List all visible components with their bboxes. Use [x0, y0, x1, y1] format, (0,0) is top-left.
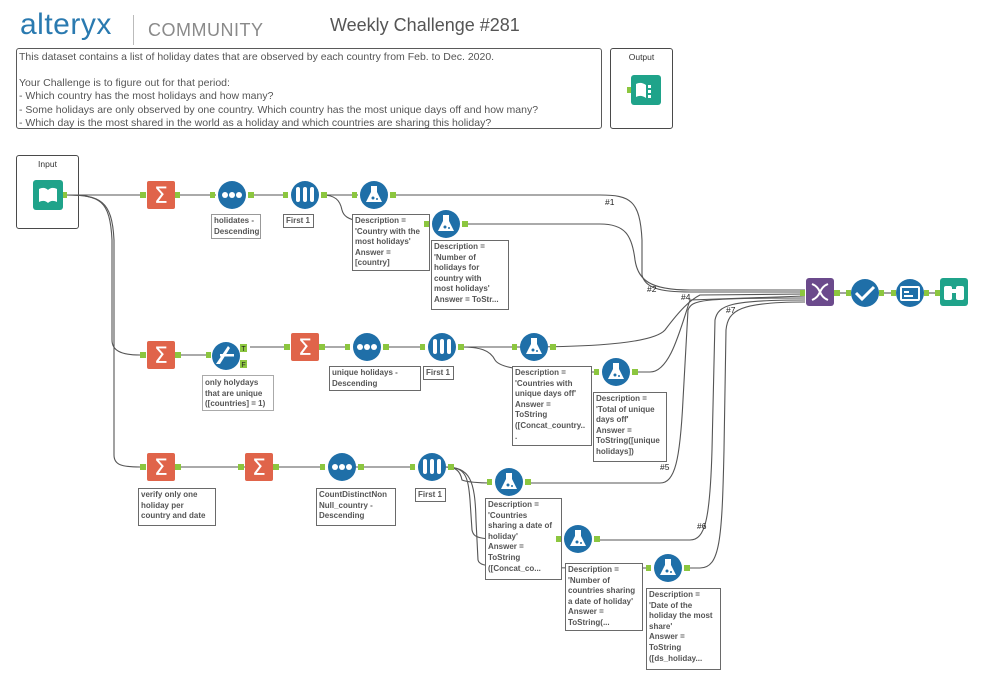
flask-icon [646, 554, 690, 582]
formula-tool-7[interactable] [646, 553, 690, 588]
sample-tool-3-annotation: First 1 [415, 488, 446, 502]
sort-tool-3[interactable] [320, 452, 364, 487]
flask-icon [487, 468, 531, 496]
connection-label-7: #7 [726, 305, 736, 315]
book-icon [33, 180, 67, 210]
sigma-icon: Σ [140, 453, 181, 481]
svg-text:Σ: Σ [154, 184, 168, 209]
svg-text:T: T [241, 346, 246, 353]
sample-tool-2-annotation: First 1 [423, 366, 454, 380]
sort-icon [210, 181, 254, 209]
binoculars-icon [935, 278, 968, 306]
formula-tool-2[interactable] [424, 209, 468, 244]
page-title: Weekly Challenge #281 [330, 15, 520, 35]
summarize-tool-4[interactable]: Σ [140, 453, 182, 486]
flask-icon [594, 358, 638, 386]
dna-union-icon [800, 278, 840, 306]
description-line: This dataset contains a list of holiday … [19, 51, 495, 63]
sort-icon [320, 453, 364, 481]
sample-tool-1[interactable] [283, 180, 327, 215]
svg-text:F: F [241, 362, 245, 369]
formula-tool-4[interactable] [594, 357, 638, 392]
challenge-description: This dataset contains a list of holiday … [16, 48, 602, 129]
connection-label-4: #4 [681, 292, 691, 302]
connection-label-5: #5 [660, 462, 670, 472]
test-tubes-icon [283, 181, 327, 209]
summarize-tool-5[interactable]: Σ [238, 453, 280, 486]
union-tool[interactable] [800, 278, 840, 313]
community-label: COMMUNITY [148, 20, 264, 40]
sample-tool-2[interactable] [420, 332, 464, 367]
svg-text:Σ: Σ [252, 456, 266, 481]
formula-tool-6[interactable] [556, 524, 600, 559]
output-data-tool[interactable] [627, 75, 661, 110]
header-divider [133, 15, 134, 45]
sigma-icon: Σ [140, 341, 181, 369]
svg-text:Σ: Σ [154, 456, 168, 481]
flask-icon [512, 333, 556, 361]
table-icon [891, 279, 929, 307]
summarize-tool-2[interactable]: Σ [140, 341, 182, 374]
flask-icon [424, 210, 468, 238]
connection-label-1: #1 [605, 197, 615, 207]
formula-tool-1[interactable] [352, 180, 396, 215]
test-tubes-icon [410, 453, 454, 481]
output-book-icon [627, 75, 661, 105]
sort-tool-2-annotation: unique holidays -Descending [329, 366, 421, 391]
description-line: - Which country has the most holidays an… [19, 90, 274, 103]
sort-tool-1[interactable] [210, 180, 254, 215]
output-container-label: Output [628, 52, 655, 62]
filter-tool[interactable]: T F [206, 340, 254, 377]
sigma-icon: Σ [284, 333, 325, 361]
summarize-tool-3[interactable]: Σ [284, 333, 326, 366]
connection-label-2: #2 [647, 284, 657, 294]
svg-text:Σ: Σ [154, 344, 168, 369]
input-container-label: Input [38, 159, 57, 169]
description-line: - Which day is the most shared in the wo… [19, 116, 492, 129]
sort-tool-1-annotation: holidates -Descending [211, 214, 261, 239]
sort-tool-2[interactable] [345, 332, 389, 367]
connection-label-6: #6 [697, 521, 707, 531]
filter-icon: T F [206, 342, 247, 370]
svg-text:Σ: Σ [298, 336, 312, 361]
description-line: Your Challenge is to figure out for that… [19, 77, 230, 90]
checkmark-icon [846, 279, 884, 307]
sigma-icon: Σ [238, 453, 279, 481]
sample-tool-1-annotation: First 1 [283, 214, 314, 228]
browse-tool[interactable] [935, 278, 969, 313]
table-tool[interactable] [891, 278, 929, 313]
formula-tool-3[interactable] [512, 332, 556, 367]
flask-icon [352, 181, 396, 209]
test-tubes-icon [420, 333, 464, 361]
flask-icon [556, 525, 600, 553]
sigma-icon: Σ [140, 181, 180, 209]
input-data-tool[interactable] [33, 180, 67, 215]
sample-tool-3[interactable] [410, 452, 454, 487]
select-tool[interactable] [846, 278, 884, 313]
summarize-tool-1[interactable]: Σ [140, 181, 180, 214]
sort-icon [345, 333, 389, 361]
input-container[interactable]: Input [16, 155, 79, 229]
alteryx-logo: alteryx [20, 8, 112, 41]
description-line: - Some holidays are only observed by one… [19, 103, 539, 116]
formula-tool-5[interactable] [487, 467, 531, 502]
